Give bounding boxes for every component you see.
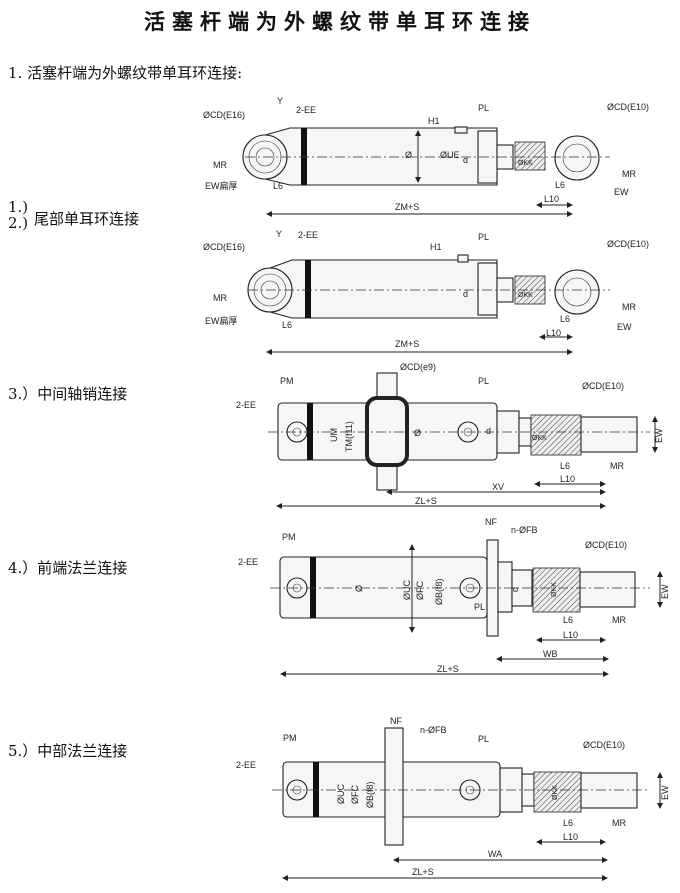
d3-tm-label: TM(f11) xyxy=(344,421,354,452)
d3-d-label: d xyxy=(486,426,491,436)
d4-b-label: ØB(f8) xyxy=(434,578,444,605)
row-5-label: 5.）中部法兰连接 xyxy=(8,742,128,760)
d1-ee-label: 2-EE xyxy=(296,105,316,115)
d1-pl-label: PL xyxy=(478,103,489,113)
d1-d-label: d xyxy=(463,155,468,165)
d2-ee-label: 2-EE xyxy=(298,230,318,240)
d4-pm-label: PM xyxy=(282,532,296,542)
d2-kk-label: ØKK xyxy=(518,292,533,299)
d1-cd-e10-label: ØCD(E10) xyxy=(607,102,649,112)
d3-zl-label: ZL+S xyxy=(415,496,437,506)
d4-l6-label: L6 xyxy=(563,615,573,625)
d2-l10-label: L10 xyxy=(546,328,561,338)
diagram-rear-clevis-rod-eye-1 xyxy=(242,126,610,217)
d4-kk-label: ØKK xyxy=(551,582,558,597)
d2-h1-label: H1 xyxy=(430,242,442,252)
d3-ew-label: EW xyxy=(654,428,664,443)
d2-mr-right-label: MR xyxy=(622,302,636,312)
d2-d-label: d xyxy=(463,289,468,299)
d3-um-label: UM xyxy=(329,428,339,442)
d4-fc-label: ØFC xyxy=(415,581,425,600)
row-1-number: 1.) xyxy=(8,198,29,216)
d1-kk-label: ØKK xyxy=(518,160,533,167)
d5-uc-label: ØUC xyxy=(336,784,346,805)
d5-fb-label: n-ØFB xyxy=(420,725,447,735)
d3-cd-e10-label: ØCD(E10) xyxy=(582,381,624,391)
d5-pm-label: PM xyxy=(283,733,297,743)
d2-ew-label: EW xyxy=(617,322,632,332)
d1-mr-left-label: MR xyxy=(213,160,227,170)
d5-kk-label: ØKK xyxy=(552,785,559,800)
diagram-rear-clevis-rod-eye-2 xyxy=(247,254,610,355)
d4-ee-label: 2-EE xyxy=(238,557,258,567)
d2-cd-e10-label: ØCD(E10) xyxy=(607,239,649,249)
d4-fb-label: n-ØFB xyxy=(511,525,538,535)
diagram-mid-flange xyxy=(272,727,663,881)
d1-cd-e16-label: ØCD(E16) xyxy=(203,110,245,120)
d5-ew-label: EW xyxy=(660,785,670,800)
d5-l10-label: L10 xyxy=(563,832,578,842)
diagram-trunnion xyxy=(268,372,658,509)
d1-l6-right-label: L6 xyxy=(555,180,565,190)
section-heading: 1. 活塞杆端为外螺纹带单耳环连接: xyxy=(8,64,243,82)
d3-cd-e9-label: ØCD(e9) xyxy=(400,362,436,372)
diagram-front-flange xyxy=(270,539,663,677)
d5-fc-label: ØFC xyxy=(350,785,360,804)
d3-pl-label: PL xyxy=(478,376,489,386)
d2-l6-right-label: L6 xyxy=(560,314,570,324)
d4-wb-label: WB xyxy=(543,649,558,659)
row-2-number: 2.) xyxy=(8,214,29,232)
d3-kk-label: ØKK xyxy=(532,435,547,442)
d3-l6-label: L6 xyxy=(560,461,570,471)
d2-y-label: Y xyxy=(276,229,282,239)
d2-mr-left-label: MR xyxy=(213,293,227,303)
d5-zl-label: ZL+S xyxy=(412,867,434,877)
d4-mr-label: MR xyxy=(612,615,626,625)
d5-nf-label: NF xyxy=(390,716,402,726)
row-4-label: 4.）前端法兰连接 xyxy=(8,559,128,577)
d1-l6-left-label: L6 xyxy=(273,181,283,191)
row-2-label: 尾部单耳环连接 xyxy=(34,210,140,228)
d5-b-label: ØB(f8) xyxy=(365,781,375,808)
d4-nf-label: NF xyxy=(485,517,497,527)
row-3-label: 3.）中间轴销连接 xyxy=(8,385,128,403)
d2-cd-e16-label: ØCD(E16) xyxy=(203,242,245,252)
d4-l10-label: L10 xyxy=(563,630,578,640)
d1-zm-label: ZM+S xyxy=(395,202,419,212)
d1-ew-label: EW xyxy=(614,187,629,197)
d2-l6-left-label: L6 xyxy=(282,320,292,330)
d1-dia-label: Ø xyxy=(405,150,412,160)
d3-xv-label: XV xyxy=(492,482,504,492)
d3-dia-label: Ø xyxy=(414,428,421,438)
d1-ew-flat-label: EW扁厚 xyxy=(205,180,238,191)
d4-zl-label: ZL+S xyxy=(437,664,459,674)
d1-y-label: Y xyxy=(277,96,283,106)
d5-cd-e10-label: ØCD(E10) xyxy=(583,740,625,750)
d1-l10-label: L10 xyxy=(544,194,559,204)
page-title: 活塞杆端为外螺纹带单耳环连接 xyxy=(144,10,536,34)
d5-mr-label: MR xyxy=(612,818,626,828)
d3-l10-label: L10 xyxy=(560,474,575,484)
d2-pl-label: PL xyxy=(478,232,489,242)
d5-pl-label: PL xyxy=(478,734,489,744)
d4-dia-label: Ø xyxy=(354,585,364,592)
d3-ee-label: 2-EE xyxy=(236,400,256,410)
d1-h1-label: H1 xyxy=(428,116,440,126)
d3-pm-label: PM xyxy=(280,376,294,386)
d2-ew-flat-label: EW扁厚 xyxy=(205,315,238,326)
d4-uc-label: ØUC xyxy=(402,580,412,601)
d3-mr-label: MR xyxy=(610,461,624,471)
d1-ue-label: ØUE xyxy=(440,150,460,160)
d5-ee-label: 2-EE xyxy=(236,760,256,770)
d1-mr-right-label: MR xyxy=(622,169,636,179)
d4-d-label: d xyxy=(510,587,520,592)
d2-zm-label: ZM+S xyxy=(395,339,419,349)
d4-cd-e10-label: ØCD(E10) xyxy=(585,540,627,550)
d4-pl-label: PL xyxy=(474,602,485,612)
d4-ew-label: EW xyxy=(660,584,670,599)
d5-l6-label: L6 xyxy=(563,818,573,828)
d5-wa-label: WA xyxy=(488,849,502,859)
